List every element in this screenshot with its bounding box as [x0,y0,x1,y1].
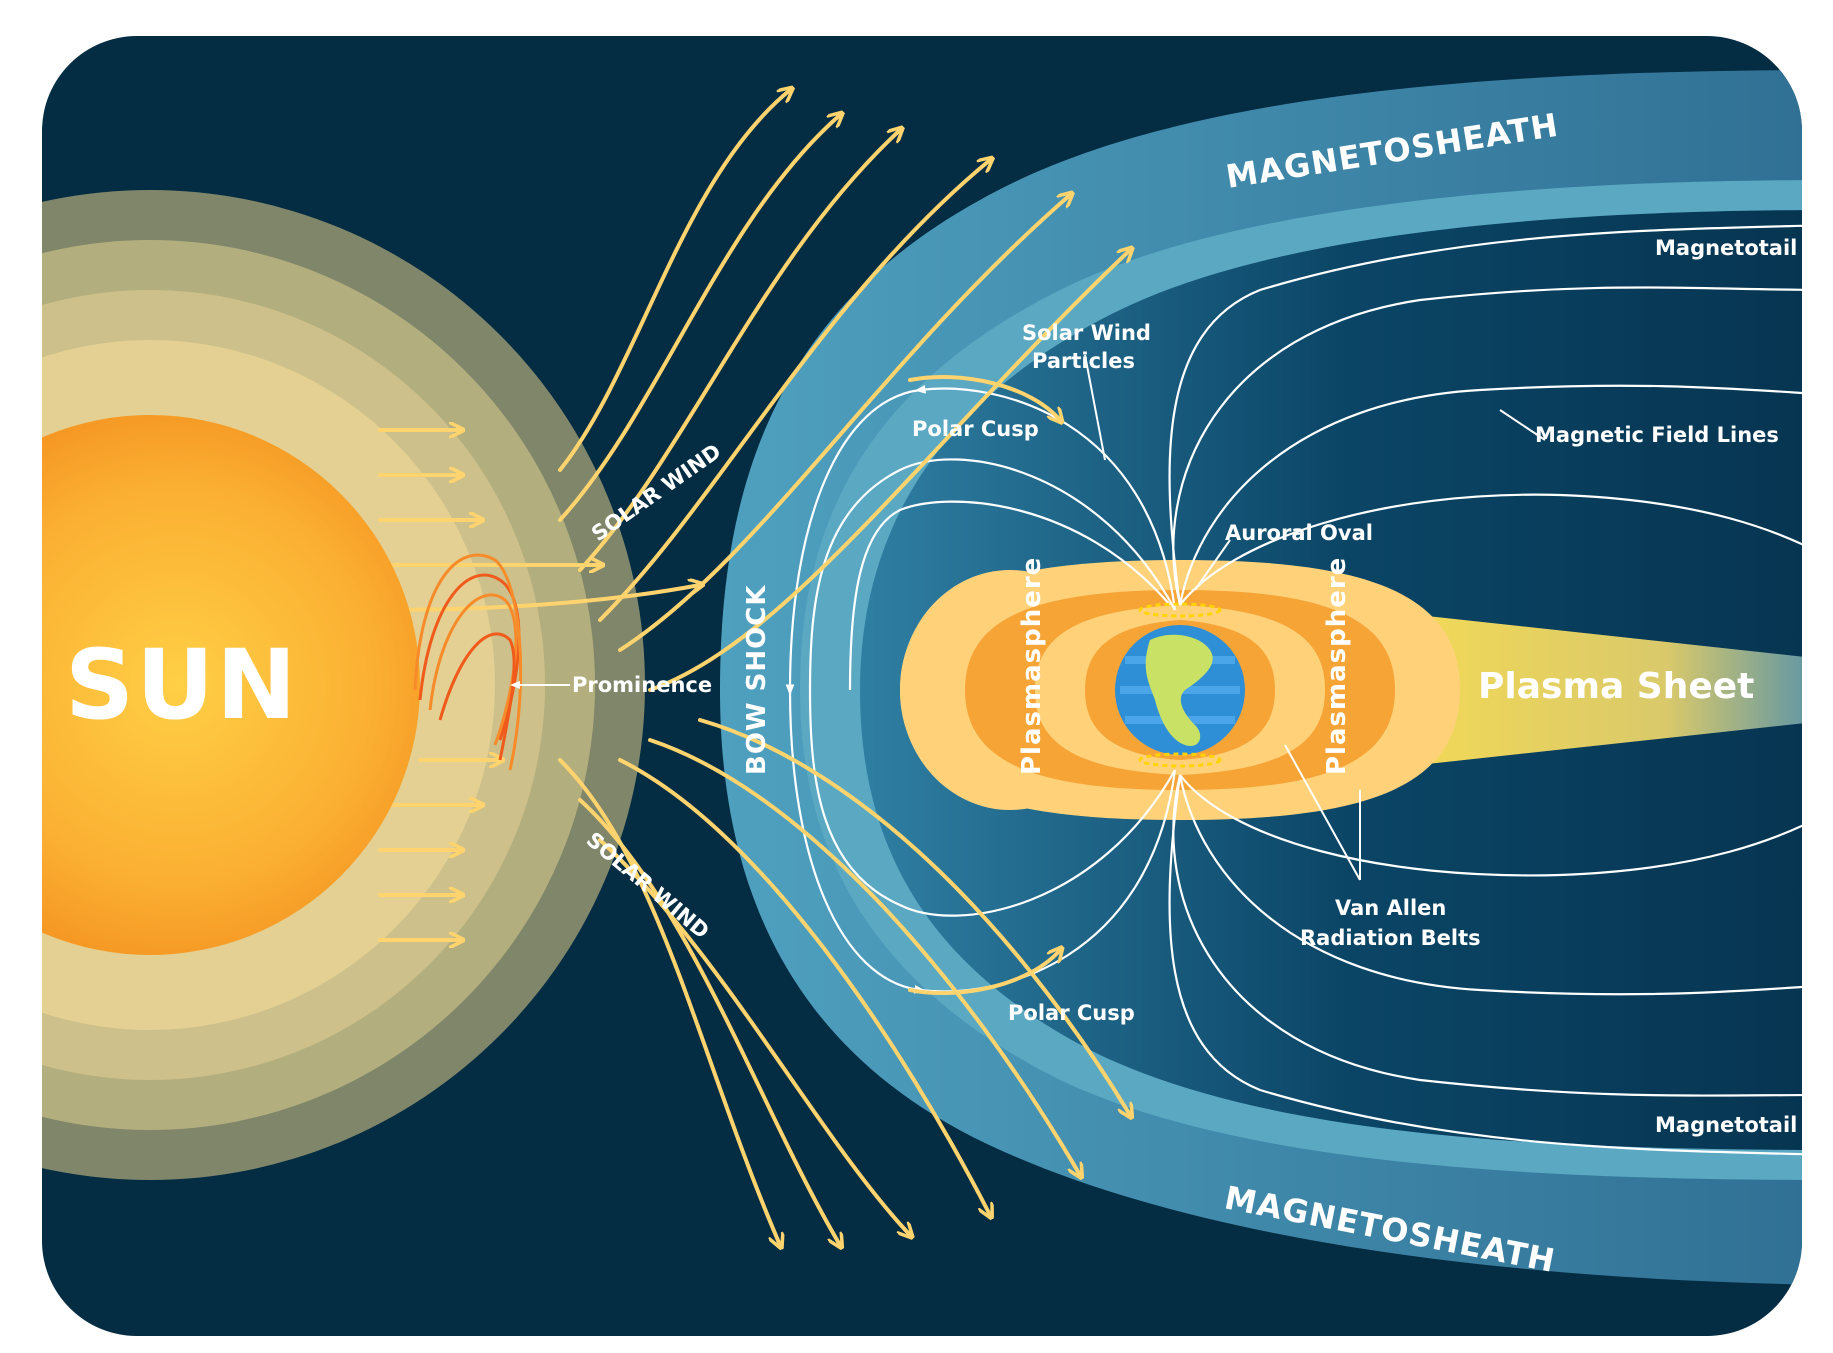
earth-icon [1115,602,1245,768]
magnetotail-label-top: Magnetotail [1655,236,1797,260]
solar-wind-streams [378,90,1130,1245]
bow-shock-label: BOW SHOCK [742,585,772,775]
sun-label: SUN [65,629,298,741]
plasma-sheet-label: Plasma Sheet [1478,666,1754,707]
polar-cusp-label-top: Polar Cusp [912,417,1039,441]
van-allen-label-2: Radiation Belts [1300,926,1481,950]
solar-wind-particles-label-2: Particles [1032,349,1135,373]
solar-wind-particles-label-1: Solar Wind [1022,321,1151,345]
prominence-label: Prominence [572,673,712,697]
polar-cusp-label-bottom: Polar Cusp [1008,1001,1135,1025]
magnetic-field-lines-label: Magnetic Field Lines [1535,423,1779,447]
plasmasphere-label-left: Plasmasphere [1017,557,1047,775]
plasmasphere-label-right: Plasmasphere [1322,557,1352,775]
magnetotail-label-bottom: Magnetotail [1655,1113,1797,1137]
pointer-lines [510,354,1546,881]
auroral-oval-label: Auroral Oval [1225,521,1373,545]
magnetic-field-lines [785,223,1802,1157]
sun-icon [42,415,420,955]
van-allen-label-1: Van Allen [1335,896,1446,920]
